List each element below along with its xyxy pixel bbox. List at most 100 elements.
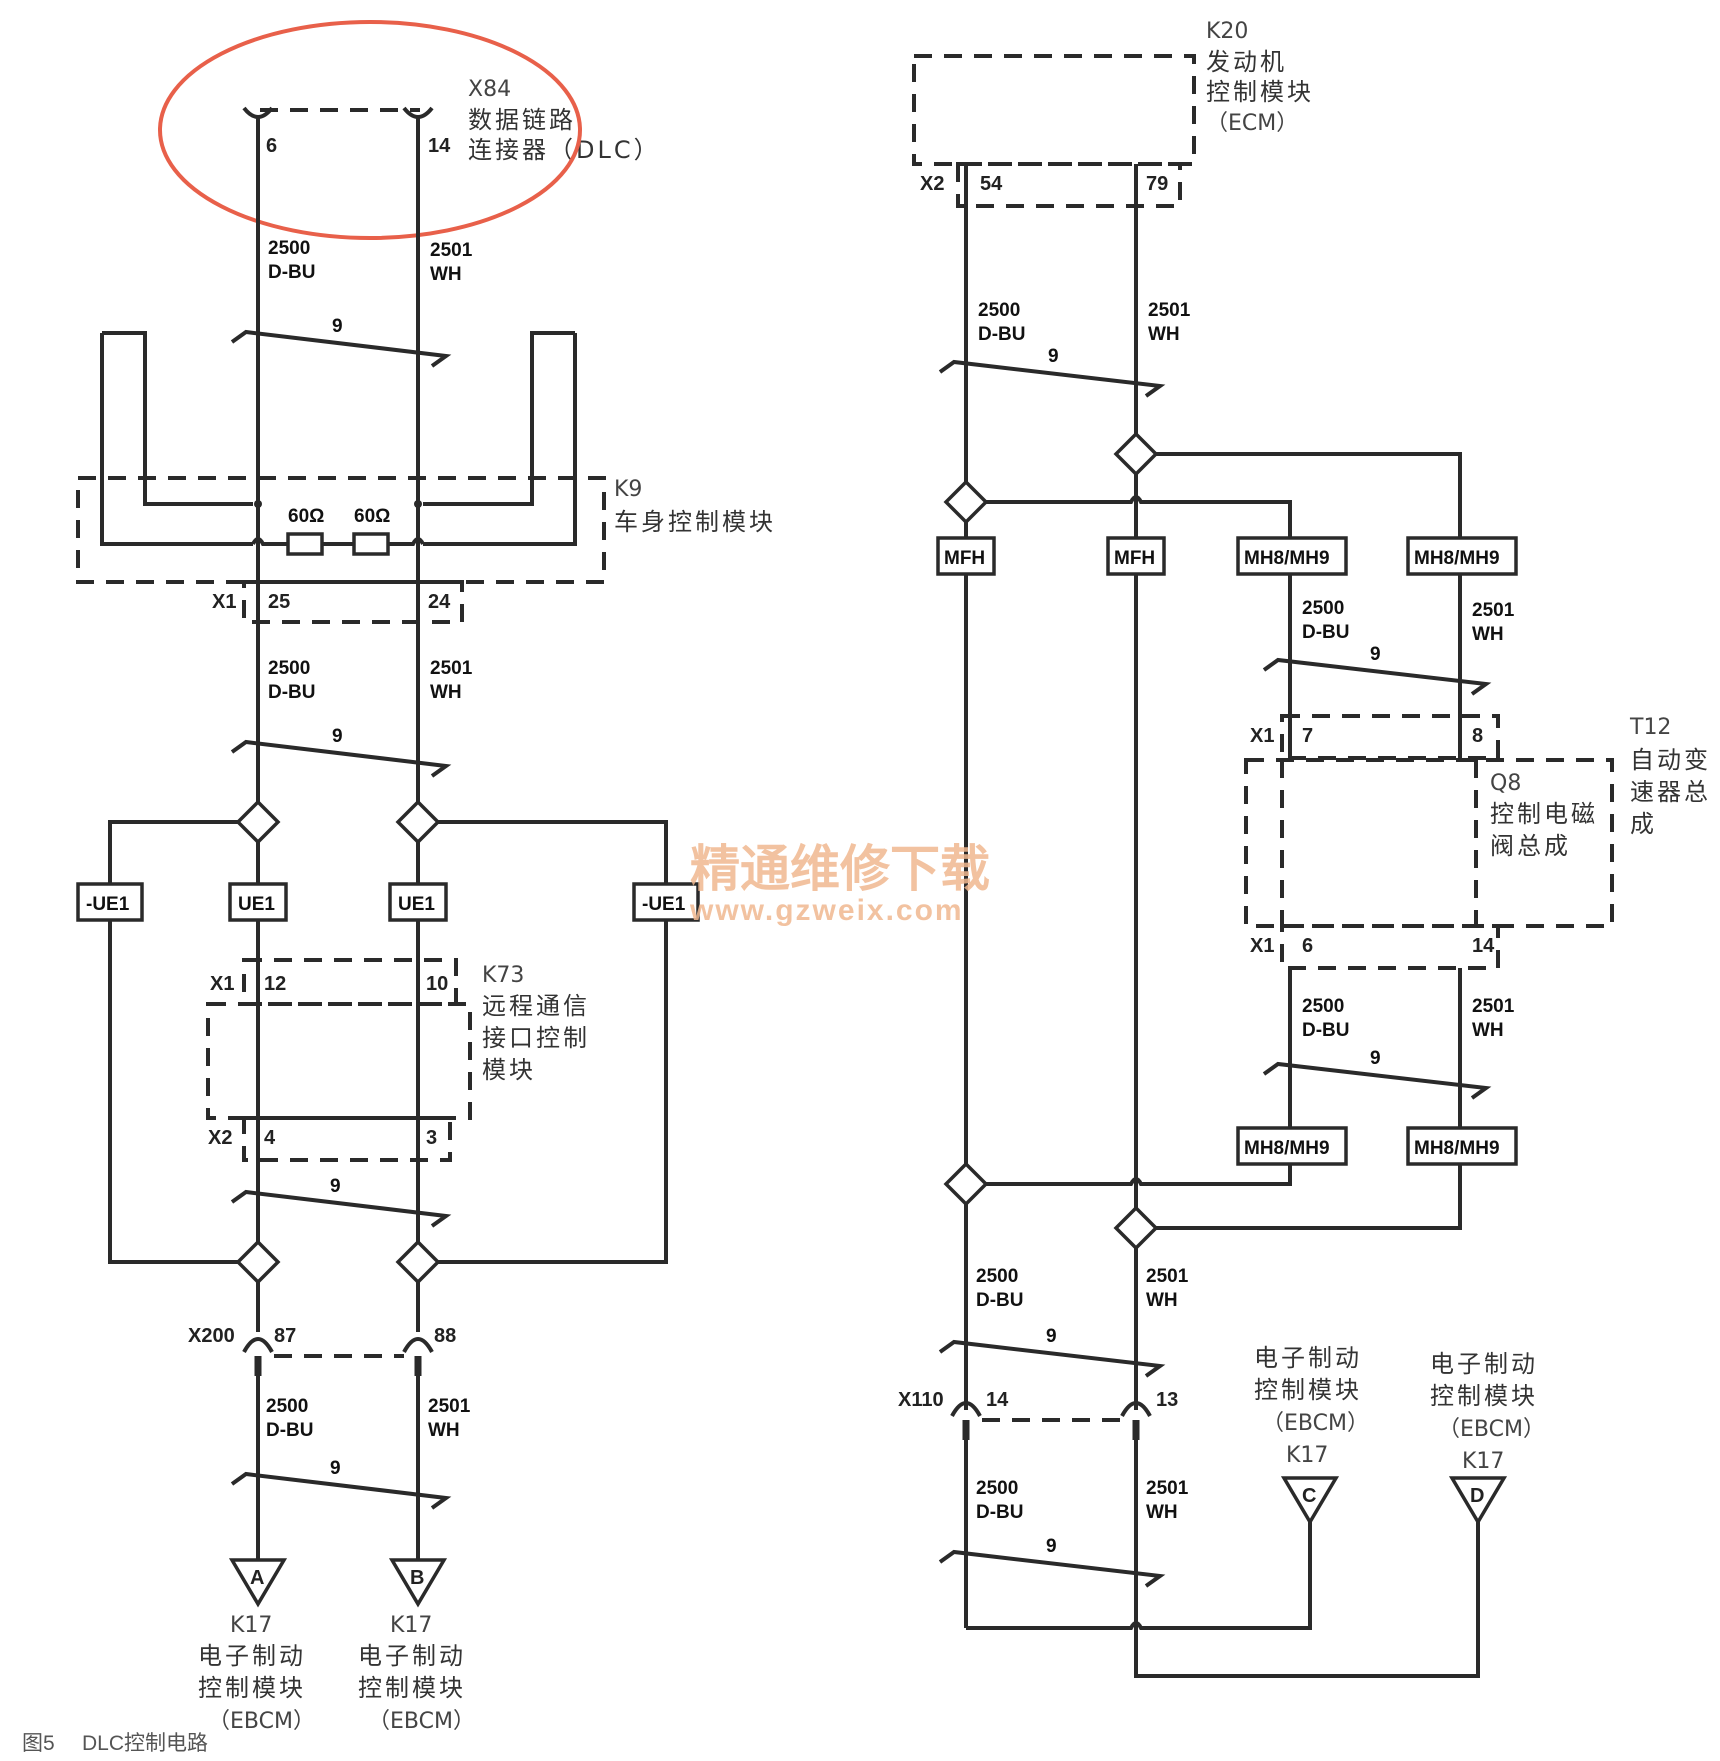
k17-terminal-a: A: [228, 1558, 288, 1608]
x200-pin-a-label: 87: [274, 1325, 296, 1347]
x110-pin-b-label: 13: [1156, 1389, 1178, 1411]
wire-col-a-label: D-BU: [976, 1502, 1024, 1523]
k9-resistor-b: 60Ω: [354, 506, 390, 527]
t12-pin-top-a-label: 7: [1302, 725, 1313, 747]
wire-color: WH: [430, 264, 462, 285]
k73-name1-label: 远程通信: [482, 992, 590, 1020]
option-mfh-b: MFH: [1106, 536, 1166, 576]
k9-pin-b: 24: [428, 591, 451, 613]
t12-transmission-assembly: X1 7 8 Q8 控制电磁 阀总成 T12 自动变 速器总 成 X1 6 14: [1244, 714, 1708, 970]
k17-term-c-label: C: [1302, 1485, 1316, 1507]
option-mfh-a: MFH: [936, 536, 996, 576]
k20-name2-label: 控制模块: [1206, 78, 1314, 106]
t12-sub1-label: 控制电磁: [1490, 800, 1598, 828]
wire-col-a-label: D-BU: [1302, 1020, 1350, 1041]
k17-name2-label: 控制模块: [358, 1674, 466, 1702]
option-mh-d: MH8/MH9: [1406, 1126, 1518, 1166]
twist-symbol: 9: [938, 1326, 1166, 1378]
wire-col-a-label: D-BU: [976, 1290, 1024, 1311]
options-mh-label: MH8/MH9: [1244, 548, 1330, 569]
wire-col-b-label: WH: [1146, 1290, 1178, 1311]
option-ue1-a: UE1: [228, 882, 288, 922]
splice-diamond: [235, 799, 281, 845]
wire-num-b-label: 2501: [1146, 1266, 1189, 1287]
twist-symbol: 9: [1262, 644, 1492, 696]
option-mh-b: MH8/MH9: [1406, 536, 1518, 576]
k17-name2-label: 控制模块: [1254, 1376, 1362, 1404]
splice-diamond: [395, 1239, 441, 1285]
t12-conn-bot-label: X1: [1250, 935, 1274, 957]
splice-diamond: [943, 1161, 989, 1207]
caption-title: DLC控制电路: [82, 1732, 208, 1755]
wire-twist-label: 9: [1046, 1326, 1057, 1347]
k17-terminal-c: C: [1280, 1476, 1340, 1526]
caption-fig: 图5: [22, 1732, 55, 1755]
wire-num-b-label: 2501: [1146, 1478, 1189, 1499]
k20-ref-label: K20: [1206, 19, 1248, 44]
k9-name: 车身控制模块: [614, 508, 776, 536]
wire-num-b-label: 2501: [428, 1396, 471, 1417]
k17-name2-label: 控制模块: [198, 1674, 306, 1702]
wire-col-a-label: D-BU: [1302, 622, 1350, 643]
k17-name1-label: 电子制动: [358, 1642, 466, 1670]
k17-name1-label: 电子制动: [1254, 1344, 1362, 1372]
k20-conn-label: X2: [920, 173, 944, 195]
t12-name3-label: 成: [1630, 810, 1657, 838]
k73-conn-top-label: X1: [210, 973, 234, 995]
k20-pin-b-label: 79: [1146, 173, 1168, 195]
k20-name1-label: 发动机: [1206, 48, 1287, 76]
x84-name-line2: 连接器（DLC）: [468, 136, 661, 164]
k17-name2-label: 控制模块: [1430, 1382, 1538, 1410]
k17-ref-label: K17: [390, 1613, 432, 1638]
splice-diamond: [1113, 431, 1159, 477]
wire-twist-label: 9: [1370, 644, 1381, 665]
options-mh-label: MH8/MH9: [1414, 548, 1500, 569]
options-mfh-label: MFH: [944, 548, 985, 569]
options-ue1-label: UE1: [238, 894, 275, 915]
k9-conn: X1: [212, 591, 236, 613]
x110-inline-connector: X110 14 13: [898, 1389, 1178, 1440]
k9-resistor-a: 60Ω: [288, 506, 324, 527]
t12-pin-top-b-label: 8: [1472, 725, 1483, 747]
wire-num: 2500: [268, 238, 310, 259]
wire-twist-label: 9: [332, 316, 343, 337]
wire-num-a-label: 2500: [976, 1478, 1018, 1499]
twist-symbol: 9: [1262, 1048, 1492, 1100]
x84-pin-a: 6: [266, 135, 277, 157]
twist-symbol: 9: [230, 1176, 452, 1228]
wire-twist-label: 9: [1046, 1536, 1057, 1557]
k73-pin-top-a-label: 12: [264, 973, 286, 995]
twist-symbol: 9: [230, 1458, 452, 1510]
k9-pin-a: 25: [268, 591, 290, 613]
highlight-circle: [158, 20, 582, 240]
x200-inline-connector: X200 87 88: [188, 1325, 456, 1376]
k20-pin-a-label: 54: [980, 173, 1003, 195]
k17-name3-label: （EBCM）: [1262, 1411, 1369, 1436]
k73-pin-top-b-label: 10: [426, 973, 448, 995]
k20-engine-control-module: K20 发动机 控制模块 （ECM） X2 54 79: [912, 19, 1314, 208]
wire-num-b-label: 2501: [1472, 996, 1515, 1017]
k17-name3-label: （EBCM）: [1438, 1417, 1545, 1442]
option-mh-c: MH8/MH9: [1236, 1126, 1348, 1166]
splice-diamond: [943, 479, 989, 525]
k17-ref-label: K17: [1286, 1443, 1328, 1468]
t12-pin-bot-a-label: 6: [1302, 935, 1313, 957]
k73-name3-label: 模块: [482, 1056, 536, 1084]
twist-symbol: 9: [230, 726, 452, 778]
option-ue1-b: UE1: [388, 882, 448, 922]
wire-col-a-label: D-BU: [266, 1420, 314, 1441]
x110-ref-label: X110: [898, 1389, 944, 1411]
x84-pin-b: 14: [428, 135, 451, 157]
wire-col-b-label: WH: [1148, 324, 1180, 345]
watermark-cn: 精通维修下载: [690, 840, 990, 898]
options-ue1-label: UE1: [398, 894, 435, 915]
k20-name3-label: （ECM）: [1206, 111, 1298, 136]
watermark-url: www.gzweix.com: [689, 894, 964, 927]
k9-ref: K9: [614, 477, 642, 502]
k17-terminal-d: D: [1448, 1476, 1508, 1526]
wire-color: WH: [430, 682, 462, 703]
twist-symbol: 9: [938, 346, 1166, 398]
wire-twist-label: 9: [330, 1176, 341, 1197]
twist-symbol: 9: [230, 316, 452, 368]
